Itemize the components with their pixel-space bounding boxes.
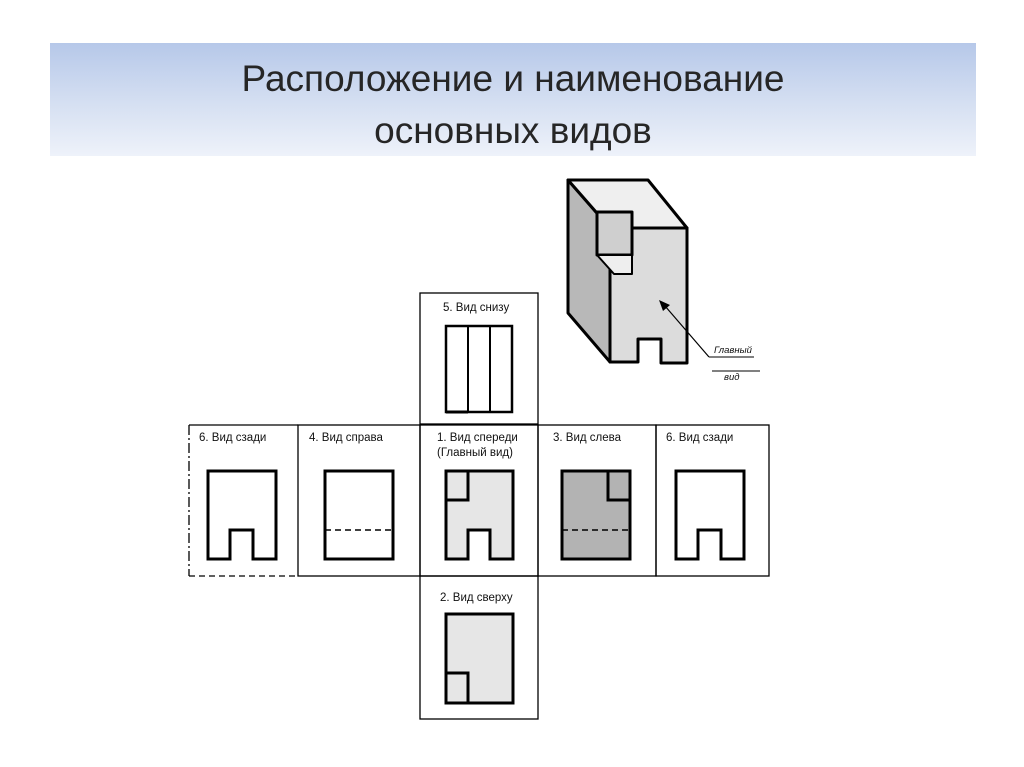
frame-bottom-view [419, 292, 539, 425]
slide-title-line2: основных видов [374, 110, 652, 151]
label-rear-view-right: 6. Вид сзади [666, 432, 733, 444]
slide-title: Расположение и наименование основных вид… [50, 53, 976, 157]
rear-view-right-drawing [674, 469, 746, 561]
view-frames [297, 292, 770, 720]
top-view-drawing [444, 612, 515, 705]
iso-leader-line [664, 305, 710, 358]
label-right-view: 4. Вид справа [309, 432, 384, 444]
label-top-view: 2. Вид сверху [440, 592, 513, 604]
label-front-view-sub: (Главный вид) [437, 447, 513, 459]
title-band: Расположение и наименование основных вид… [50, 43, 976, 156]
iso-caption-line1: Главный [714, 345, 753, 356]
left-view-drawing [560, 469, 632, 561]
rear-view-left-drawing [206, 469, 278, 561]
label-bottom-view: 5. Вид снизу [443, 302, 509, 314]
frame-rear-view-right [655, 424, 770, 577]
iso-caption-line2: вид [724, 372, 740, 383]
right-view-drawing [323, 469, 395, 561]
label-front-view: 1. Вид спереди [437, 432, 518, 444]
iso-notch-floor [596, 254, 633, 275]
isometric-part: Главный вид [566, 178, 760, 383]
iso-notch-top [595, 210, 634, 257]
front-view-drawing [444, 469, 515, 561]
label-left-view: 3. Вид слева [553, 432, 622, 444]
label-rear-view-left: 6. Вид сзади [199, 432, 266, 444]
frame-top-view [419, 575, 539, 720]
slide-title-line1: Расположение и наименование [241, 58, 785, 99]
bottom-view-drawing [444, 324, 514, 414]
frame-rear-view-left [188, 424, 298, 577]
iso-arrow-head [659, 300, 670, 311]
